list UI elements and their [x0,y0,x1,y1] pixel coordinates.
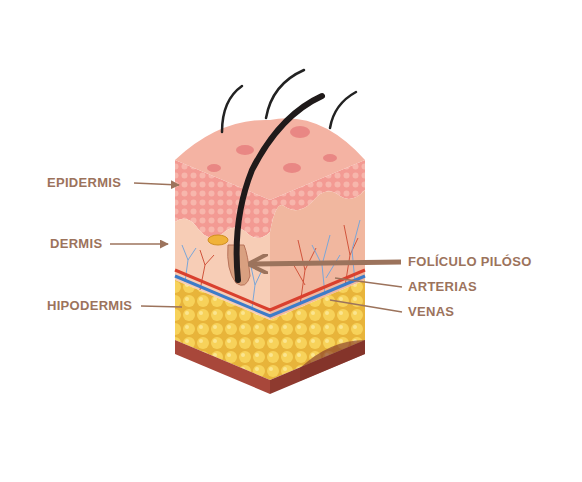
leader-arrow [250,262,401,264]
part-label: FOLÍCULO PILÓSO [408,254,532,270]
hair [222,86,242,132]
skin-spot [283,163,301,173]
leader-line [335,278,402,287]
part-label: ARTERIAS [408,279,477,295]
sebaceous-gland [208,235,228,245]
hair [330,92,356,128]
muscle-layer [175,340,270,394]
hair [266,70,304,118]
skin-spot [290,126,310,138]
layer-label: HIPODERMIS [47,298,132,314]
leader-lines [110,183,402,312]
leader-line [141,306,182,307]
artery [175,270,365,310]
muscle-layer [270,340,365,394]
skin-spot [236,145,254,155]
leader-line [330,300,402,312]
layer-label: DERMIS [50,236,102,252]
skin-spot [207,164,221,172]
leader-arrow [134,183,179,185]
layer-label: EPIDERMIS [47,175,121,191]
muscle-bump [300,340,365,381]
skin-surface [175,118,365,200]
hair-shaft [237,96,322,280]
part-label: VENAS [408,304,454,320]
vein [175,276,365,316]
leader-arrow [110,243,168,245]
skin-spot [323,154,337,162]
